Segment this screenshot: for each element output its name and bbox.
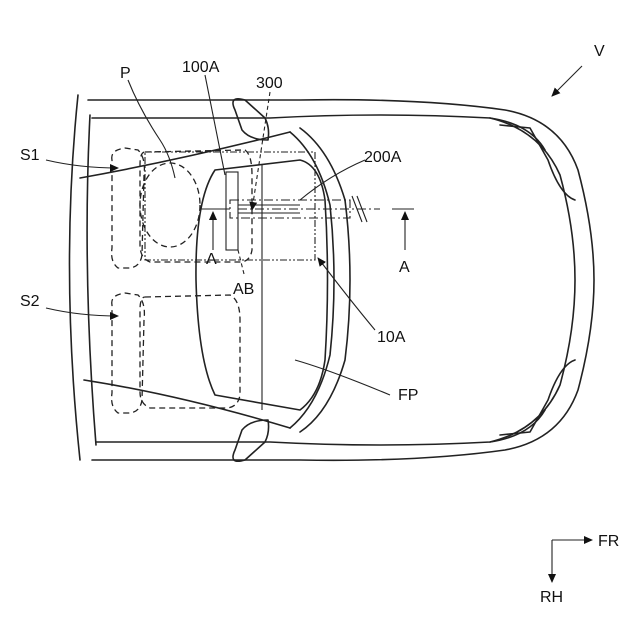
label-s2: S2 — [20, 293, 40, 310]
label-300: 300 — [256, 75, 283, 92]
vehicle-body — [69, 95, 594, 461]
leader-s2 — [46, 308, 118, 316]
seat-s2-cushion — [140, 295, 240, 408]
lower-sill-line — [96, 410, 545, 445]
label-a-left: A — [206, 251, 217, 268]
rear-cut-inner — [87, 115, 96, 445]
leader-p — [128, 80, 175, 178]
leader-v — [552, 66, 582, 96]
leader-100a — [205, 75, 225, 175]
label-100a: 100A — [182, 59, 220, 76]
label-200a: 200A — [364, 149, 402, 166]
seats — [112, 148, 252, 413]
label-10a: 10A — [377, 329, 406, 346]
leader-fp — [295, 360, 390, 395]
label-a-right: A — [399, 259, 410, 276]
reference-labels: V P 100A 300 200A S1 S2 A A AB 10A FP — [20, 43, 605, 404]
label-s1: S1 — [20, 147, 40, 164]
label-rh: RH — [540, 589, 563, 606]
module-100a — [226, 172, 238, 250]
occupant-p-outline — [140, 163, 200, 247]
label-v: V — [594, 43, 605, 60]
leader-s1 — [46, 160, 118, 168]
rear-cut-outer — [69, 95, 80, 460]
hood-line — [490, 118, 575, 442]
leader-200a — [300, 160, 365, 200]
right-mirror — [233, 420, 269, 461]
label-p: P — [120, 65, 131, 82]
label-fr: FR — [598, 533, 619, 550]
body-outline — [88, 100, 594, 461]
windshield-outer — [300, 128, 350, 432]
label-ab: AB — [233, 281, 254, 298]
direction-indicator: FR RH — [540, 533, 619, 606]
label-fp: FP — [398, 387, 418, 404]
airbag-mechanism — [145, 152, 414, 260]
